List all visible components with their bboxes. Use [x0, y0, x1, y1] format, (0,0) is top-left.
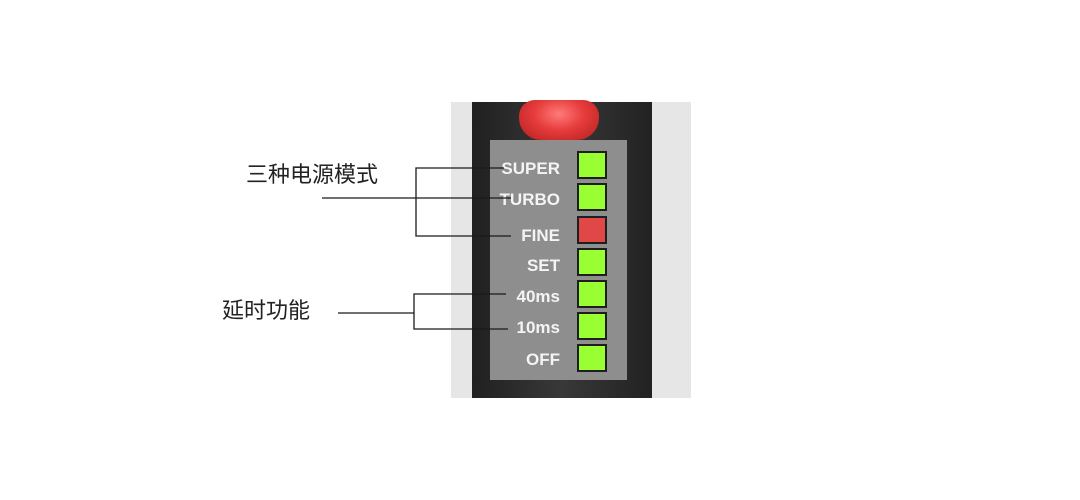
indicator-label-40ms: 40ms — [516, 287, 560, 306]
delay-function-callout: 延时功能 — [222, 299, 311, 324]
indicator-label-set: SET — [526, 256, 560, 275]
indicator-label-turbo: TURBO — [499, 190, 560, 209]
indicator-led-fine — [577, 216, 607, 244]
indicator-led-set — [577, 248, 607, 276]
indicator-led-turbo — [577, 183, 607, 211]
indicator-label-super: SUPER — [501, 159, 560, 178]
delay-bracket — [413, 293, 508, 330]
power-modes-callout: 三种电源模式 — [246, 163, 379, 188]
indicator-led-10ms — [577, 312, 607, 340]
indicator-led-super — [577, 151, 607, 179]
indicator-led-40ms — [577, 280, 607, 308]
indicator-led-off — [577, 344, 607, 372]
indicator-label-off: OFF — [526, 350, 560, 369]
power-bracket — [415, 167, 511, 237]
indicator-label-10ms: 10ms — [516, 318, 560, 337]
indicator-label-fine: FINE — [521, 226, 560, 245]
red-button-cap — [519, 100, 599, 140]
